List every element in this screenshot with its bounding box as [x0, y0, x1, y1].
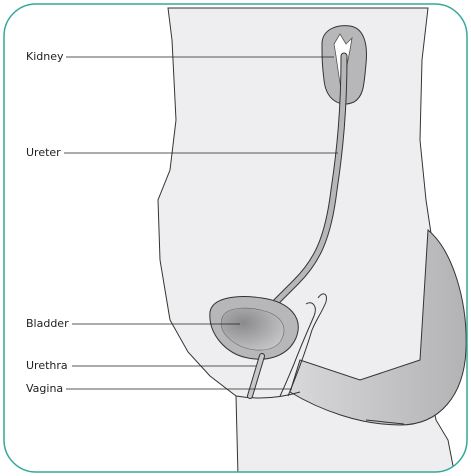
- urethra-label: Urethra: [26, 360, 68, 372]
- kidney-label: Kidney: [26, 51, 64, 63]
- bladder-label: Bladder: [26, 318, 69, 330]
- vagina-label: Vagina: [26, 383, 63, 395]
- ureter-label: Ureter: [26, 147, 61, 159]
